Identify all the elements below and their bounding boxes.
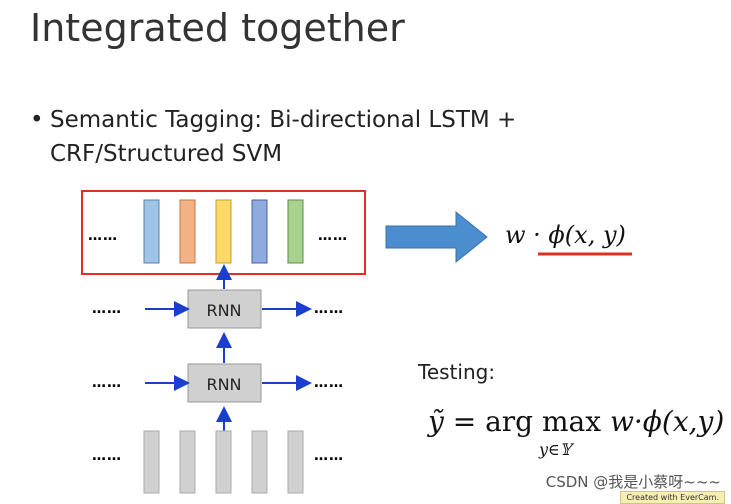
bullet-text: Semantic Tagging: Bi-directional LSTM + …	[50, 103, 516, 171]
input-bar-4	[251, 430, 268, 494]
ellipsis-rnn1-right: ……	[314, 301, 344, 317]
formula-subscript: y∈𝕐	[539, 440, 572, 459]
slide-title: Integrated together	[30, 6, 405, 50]
formula-argmax: = arg max	[443, 405, 602, 438]
output-bar-4	[251, 199, 268, 264]
ellipsis-rnn2-right: ……	[314, 375, 344, 391]
formula-lhs: ỹ	[428, 405, 444, 438]
testing-label: Testing:	[418, 360, 496, 384]
score-formula: w · ϕ(x, y)	[505, 221, 626, 249]
csdn-watermark: CSDN @我是小蔡呀~~~	[545, 473, 721, 491]
rnn-label-upper: RNN	[206, 301, 241, 320]
evercam-badge: Created with EverCam.	[620, 491, 725, 504]
bullet-line-1: Semantic Tagging: Bi-directional LSTM +	[50, 107, 517, 133]
ellipsis-input-right: ……	[314, 448, 344, 464]
big-right-arrow	[385, 210, 488, 264]
ellipsis-rnn2-left: ……	[92, 375, 122, 391]
ellipsis-input-left: ……	[92, 448, 122, 464]
rnn-box-upper	[187, 289, 262, 329]
output-bar-2	[179, 199, 196, 264]
input-bar-2	[179, 430, 196, 494]
bullet-marker: •	[30, 107, 44, 133]
output-bar-5	[287, 199, 304, 264]
input-bar-1	[143, 430, 160, 494]
output-bar-1	[143, 199, 160, 264]
formula-rhs: w·ϕ(x,y)	[609, 405, 725, 438]
rnn-label-lower: RNN	[206, 375, 241, 394]
bullet-line-2: CRF/Structured SVM	[50, 141, 283, 167]
ellipsis-rnn1-left: ……	[92, 301, 122, 317]
testing-formula: ỹ = arg max w·ϕ(x,y) y∈𝕐	[428, 405, 725, 459]
ellipsis-output-left: ……	[88, 228, 118, 244]
ellipsis-output-right: ……	[318, 228, 348, 244]
output-bar-3	[215, 199, 232, 264]
input-bar-3	[215, 430, 232, 494]
input-bar-5	[287, 430, 304, 494]
